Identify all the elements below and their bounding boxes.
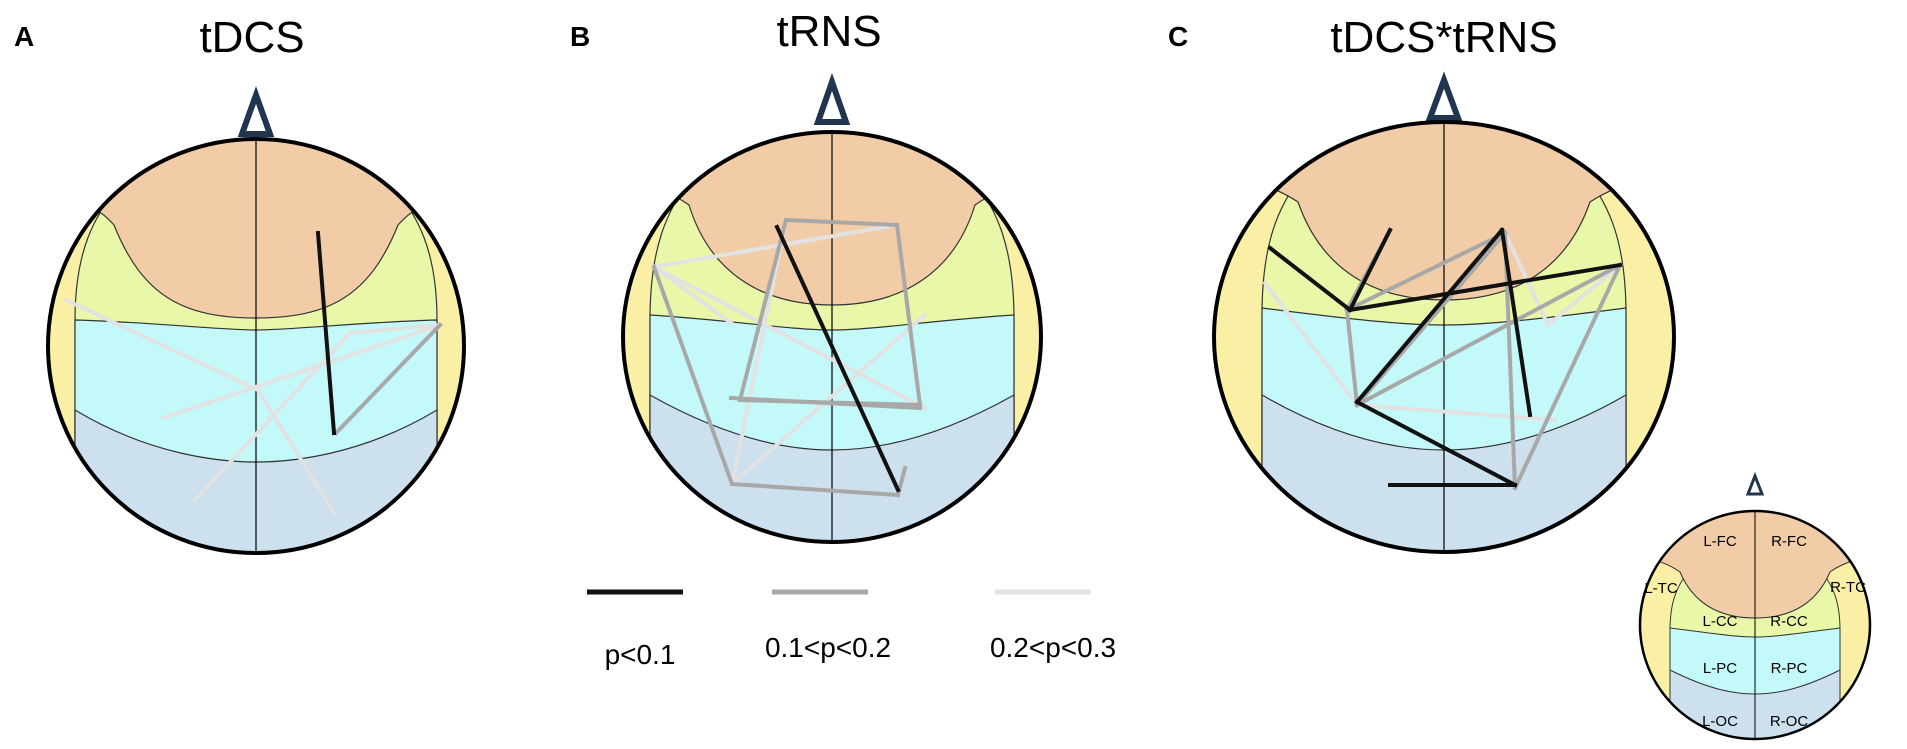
label-l-pc: L-PC xyxy=(1703,660,1737,677)
connection-edge xyxy=(1344,230,1508,313)
connection-edge xyxy=(347,322,443,336)
connection-edge xyxy=(1512,262,1623,491)
head-map-tdcs xyxy=(46,86,466,555)
connection-edge xyxy=(651,264,928,411)
nose-marker xyxy=(1745,471,1765,496)
connection-edge xyxy=(333,322,443,436)
connection-edge xyxy=(1354,230,1508,408)
label-l-fc: L-FC xyxy=(1703,533,1737,550)
connection-edge xyxy=(737,217,789,403)
legend-label-p-lt-01: p<0.1 xyxy=(605,639,676,670)
legend: p<0.1 0.1<p<0.2 0.2<p<0.3 xyxy=(587,589,1116,670)
label-r-tc: R-TC xyxy=(1830,579,1866,596)
connection-edge xyxy=(783,217,900,228)
connection-edge xyxy=(1354,399,1518,488)
connection-edge xyxy=(1499,227,1533,418)
connection-edge xyxy=(1354,227,1505,405)
connection-edge xyxy=(651,264,734,326)
nose-marker xyxy=(1425,71,1463,121)
connection-edge xyxy=(315,230,337,436)
connection-edge xyxy=(1502,230,1518,491)
connection-edge xyxy=(651,222,900,270)
label-l-cc: L-CC xyxy=(1702,613,1737,630)
connection-edge xyxy=(651,264,735,487)
label-l-oc: L-OC xyxy=(1702,713,1738,730)
region-key-map: L-FC R-FC L-TC R-TC L-CC R-CC L-PC R-PC … xyxy=(1638,471,1872,741)
label-l-tc: L-TC xyxy=(1644,580,1678,597)
nose-marker xyxy=(237,86,275,137)
connection-edge xyxy=(255,387,337,516)
connection-edge xyxy=(728,395,923,411)
panel-c-letter: C xyxy=(1168,21,1188,52)
connection-edge xyxy=(1344,307,1360,408)
connection-edge xyxy=(774,224,901,493)
panel-b-title: tRNS xyxy=(776,7,881,56)
connection-edge xyxy=(1262,280,1360,408)
legend-label-p-01-02: 0.1<p<0.2 xyxy=(765,632,891,663)
connection-edge xyxy=(1267,245,1353,313)
connection-edge xyxy=(63,297,261,393)
panel-a-letter: A xyxy=(14,21,34,52)
panel-a-title: tDCS xyxy=(199,13,304,62)
head-outline xyxy=(1212,120,1676,554)
nose-marker xyxy=(813,72,851,125)
head-map-tdcs-trns xyxy=(1212,71,1676,554)
connection-edge xyxy=(729,481,901,498)
legend-label-p-02-03: 0.2<p<0.3 xyxy=(990,632,1116,663)
head-outline xyxy=(621,130,1043,544)
panel-b-letter: B xyxy=(570,21,590,52)
connection-edge xyxy=(1347,262,1623,313)
connection-edge xyxy=(160,322,443,421)
connection-edge xyxy=(1347,227,1393,313)
connection-edge xyxy=(729,217,789,487)
label-r-cc: R-CC xyxy=(1770,613,1808,630)
label-r-oc: R-OC xyxy=(1770,713,1808,730)
connection-edge xyxy=(894,222,923,408)
connection-edge xyxy=(729,312,928,487)
head-map-trns xyxy=(621,72,1043,544)
label-r-fc: R-FC xyxy=(1771,533,1807,550)
head-outline xyxy=(46,137,466,555)
label-r-pc: R-PC xyxy=(1771,660,1808,677)
connection-edge xyxy=(1354,262,1623,408)
panel-c-title: tDCS*tRNS xyxy=(1330,13,1557,62)
connection-edge xyxy=(1545,262,1623,328)
head-outline xyxy=(1638,509,1872,741)
connection-edge xyxy=(1354,402,1559,423)
